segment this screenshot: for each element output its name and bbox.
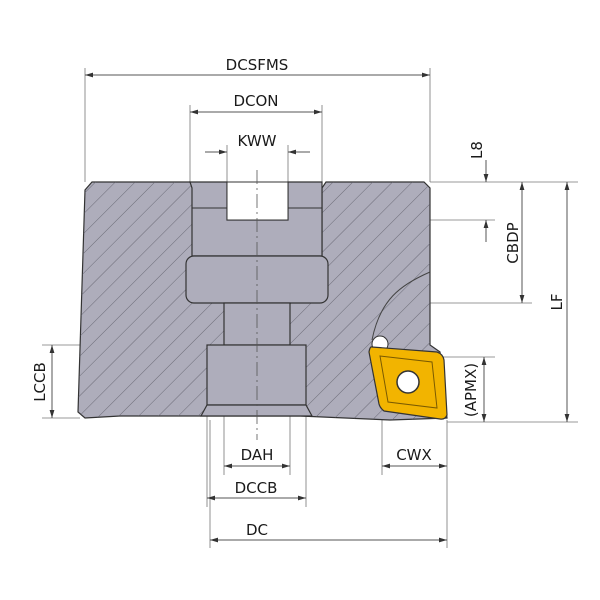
dimension-lines [49,72,570,543]
insert [368,335,448,420]
keyway-slot [226,181,289,221]
label-dccb: DCCB [235,479,278,497]
label-cbdp: CBDP [504,222,522,263]
label-lccb: LCCB [31,362,49,402]
label-cwx: CWX [396,446,432,464]
label-kww: KWW [238,132,277,150]
label-lf: LF [548,294,566,311]
cutter-body [77,170,448,440]
label-l8: L8 [468,141,486,159]
label-dcsfms: DCSFMS [226,56,289,74]
label-apmx: (APMX) [462,363,480,417]
label-dc: DC [246,521,268,539]
label-dah: DAH [241,446,274,464]
label-dcon: DCON [233,92,278,110]
